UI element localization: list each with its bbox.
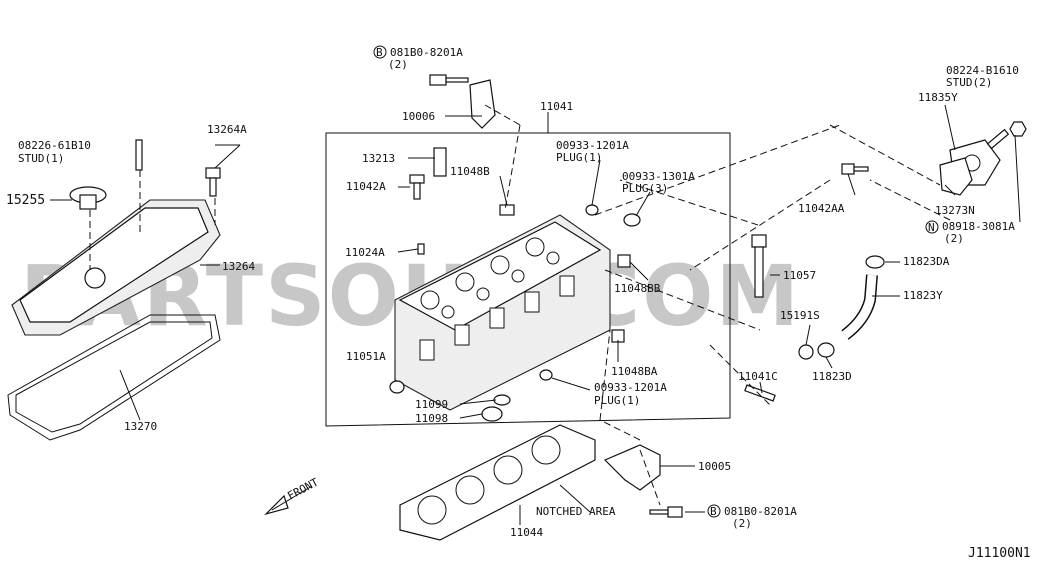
circle-n-marker — [925, 220, 939, 234]
rocker-cover[interactable] — [11, 199, 221, 336]
label-13213[interactable]: 13213 — [362, 152, 395, 165]
label-11835y[interactable]: 11835Y — [918, 91, 958, 104]
label-081b0-top-qty: (2) — [388, 58, 408, 71]
label-11823da[interactable]: 11823DA — [903, 255, 950, 268]
label-stud2: STUD(2) — [946, 76, 992, 89]
label-10006[interactable]: 10006 — [402, 110, 435, 123]
label-11099[interactable]: 11099 — [415, 398, 448, 411]
bolt-11042a[interactable] — [409, 174, 425, 200]
diagram-id: J11100N1 — [968, 546, 1031, 561]
seal-11099[interactable] — [493, 394, 511, 406]
plug-00933-1201a-top[interactable] — [585, 204, 599, 216]
label-00933-1201a-b[interactable]: 00933-1201A — [594, 381, 667, 394]
label-10005[interactable]: 10005 — [698, 460, 731, 473]
gasket-13273n[interactable] — [939, 157, 973, 196]
label-11048bb[interactable]: 11048BB — [614, 282, 661, 295]
plug-15191s[interactable] — [798, 344, 814, 360]
bolt-top[interactable] — [429, 74, 469, 86]
circle-b-letter-top: B — [376, 46, 383, 59]
label-00933-1201a-a[interactable]: 00933-1201A — [556, 139, 629, 152]
label-stud1: STUD(1) — [18, 152, 64, 165]
label-11044[interactable]: 11044 — [510, 526, 543, 539]
label-front: FRONT — [285, 475, 321, 502]
label-11823y[interactable]: 11823Y — [903, 289, 943, 302]
label-11048ba[interactable]: 11048BA — [611, 365, 658, 378]
label-13264[interactable]: 13264 — [222, 260, 255, 273]
bracket-10006[interactable] — [469, 79, 496, 129]
label-15191s[interactable]: 15191S — [780, 309, 820, 322]
rocker-cover-gasket[interactable] — [7, 314, 221, 441]
bolt-13264a[interactable] — [205, 167, 221, 197]
cylinder-head-assembly-box — [325, 132, 731, 427]
label-plug1-a: PLUG(1) — [556, 151, 602, 164]
label-plug1-b: PLUG(1) — [594, 394, 640, 407]
clamp-11823da[interactable] — [865, 255, 885, 269]
label-11042aa[interactable]: 11042AA — [798, 202, 845, 215]
label-081b0-top[interactable]: 081B0-8201A — [390, 46, 463, 59]
plug-11048bb[interactable] — [617, 254, 631, 268]
label-13270[interactable]: 13270 — [124, 420, 157, 433]
bracket-10005[interactable] — [603, 444, 661, 491]
label-13273n[interactable]: 13273N — [935, 204, 975, 217]
oil-filler-cap[interactable] — [69, 186, 107, 210]
label-11098[interactable]: 11098 — [415, 412, 448, 425]
dowel-13213[interactable] — [433, 147, 447, 177]
label-11042a[interactable]: 11042A — [346, 180, 386, 193]
stud-left[interactable] — [135, 139, 143, 171]
label-081b0-bottom[interactable]: 081B0-8201A — [724, 505, 797, 518]
stud-right[interactable] — [986, 128, 1010, 150]
dashed-guides — [89, 104, 951, 506]
label-11823d[interactable]: 11823D — [812, 370, 852, 383]
bolt-11042aa[interactable] — [841, 163, 869, 175]
label-15255[interactable]: 15255 — [6, 193, 45, 208]
label-notched-area: NOTCHED AREA — [536, 505, 616, 518]
circle-b-letter-bottom: B — [710, 505, 717, 518]
label-11041[interactable]: 11041 — [540, 100, 573, 113]
circle-n-letter: N — [928, 221, 935, 234]
dowel-11024a[interactable] — [417, 243, 425, 255]
label-081b0-bottom-qty: (2) — [732, 517, 752, 530]
label-13264a[interactable]: 13264A — [207, 123, 247, 136]
bolt-bottom[interactable] — [649, 506, 683, 518]
clamp-11823d[interactable] — [817, 342, 835, 358]
part-labels: 081B0-8201A (2) 10006 11041 00933-1201A … — [6, 46, 1031, 561]
label-11057[interactable]: 11057 — [783, 269, 816, 282]
label-plug3: PLUG(3) — [622, 182, 668, 195]
label-08224-b1610[interactable]: 08224-B1610 — [946, 64, 1019, 77]
cylinder-head[interactable] — [394, 214, 611, 411]
plug-11048b[interactable] — [499, 204, 515, 216]
label-11048b[interactable]: 11048B — [450, 165, 490, 178]
plug-00933-1201a-bottom[interactable] — [539, 369, 553, 381]
label-11024a[interactable]: 11024A — [345, 246, 385, 259]
label-11041c[interactable]: 11041C — [738, 370, 778, 383]
nut-08918[interactable] — [1009, 121, 1027, 137]
label-11051a[interactable]: 11051A — [346, 350, 386, 363]
stud-11041c[interactable] — [744, 384, 776, 402]
plug-11051a[interactable] — [389, 380, 405, 394]
plug-00933-1301a[interactable] — [623, 213, 641, 227]
circle-b-marker-top — [373, 45, 387, 59]
bolt-11057[interactable] — [751, 234, 767, 298]
label-08226-61b10[interactable]: 08226-61B10 — [18, 139, 91, 152]
head-gasket[interactable] — [399, 424, 596, 541]
circle-b-marker-bottom — [707, 504, 721, 518]
label-00933-1301a[interactable]: 00933-1301A — [622, 170, 695, 183]
label-08918-3081a[interactable]: 08918-3081A — [942, 220, 1015, 233]
seal-11098[interactable] — [481, 406, 503, 422]
label-08918-qty: (2) — [944, 232, 964, 245]
front-arrow-icon — [263, 485, 313, 516]
